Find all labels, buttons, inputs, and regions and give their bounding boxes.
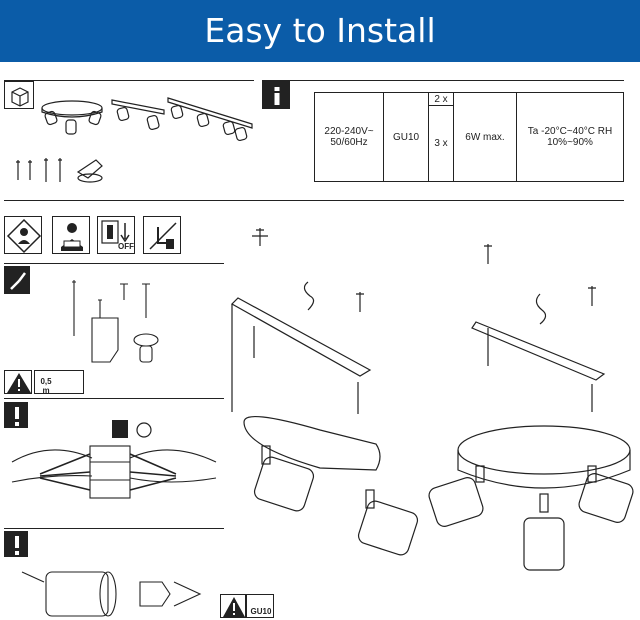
divider	[4, 200, 624, 201]
warning-icon	[4, 370, 32, 394]
exclamation-icon	[4, 531, 28, 557]
info-icon	[262, 81, 290, 109]
off-label: OFF	[118, 242, 134, 251]
divider	[4, 80, 254, 81]
gu10-bulb-icon: GU10	[246, 594, 274, 618]
box-icon	[4, 81, 34, 109]
divider	[262, 80, 624, 81]
no-touch-icon	[143, 216, 181, 254]
spec-quantity-bottom: 3 x	[428, 105, 454, 182]
spec-wattage: 6W max.	[453, 92, 517, 182]
drill-depth-label: 0,5 m	[40, 377, 52, 395]
exclamation-icon	[4, 402, 28, 428]
screwdriver-icon	[4, 266, 30, 294]
divider	[4, 398, 224, 399]
spec-voltage: 220-240V~ 50/60Hz	[314, 92, 384, 182]
drill-depth-icon: 0,5 m	[34, 370, 84, 395]
header-banner	[0, 0, 640, 62]
divider	[4, 263, 224, 264]
gu10-label: GU10	[250, 607, 272, 616]
spec-table: 220-240V~ 50/60Hz GU10 2 x 6W max. Ta -2…	[314, 92, 624, 182]
page-title: Easy to Install	[204, 11, 436, 50]
reading-icon	[52, 216, 90, 254]
spec-conditions: Ta -20°C~40°C RH 10%~90%	[516, 92, 624, 182]
switch-off-icon	[97, 216, 135, 254]
caution-icon	[4, 216, 42, 254]
warning-icon	[220, 594, 246, 618]
divider	[4, 528, 224, 529]
